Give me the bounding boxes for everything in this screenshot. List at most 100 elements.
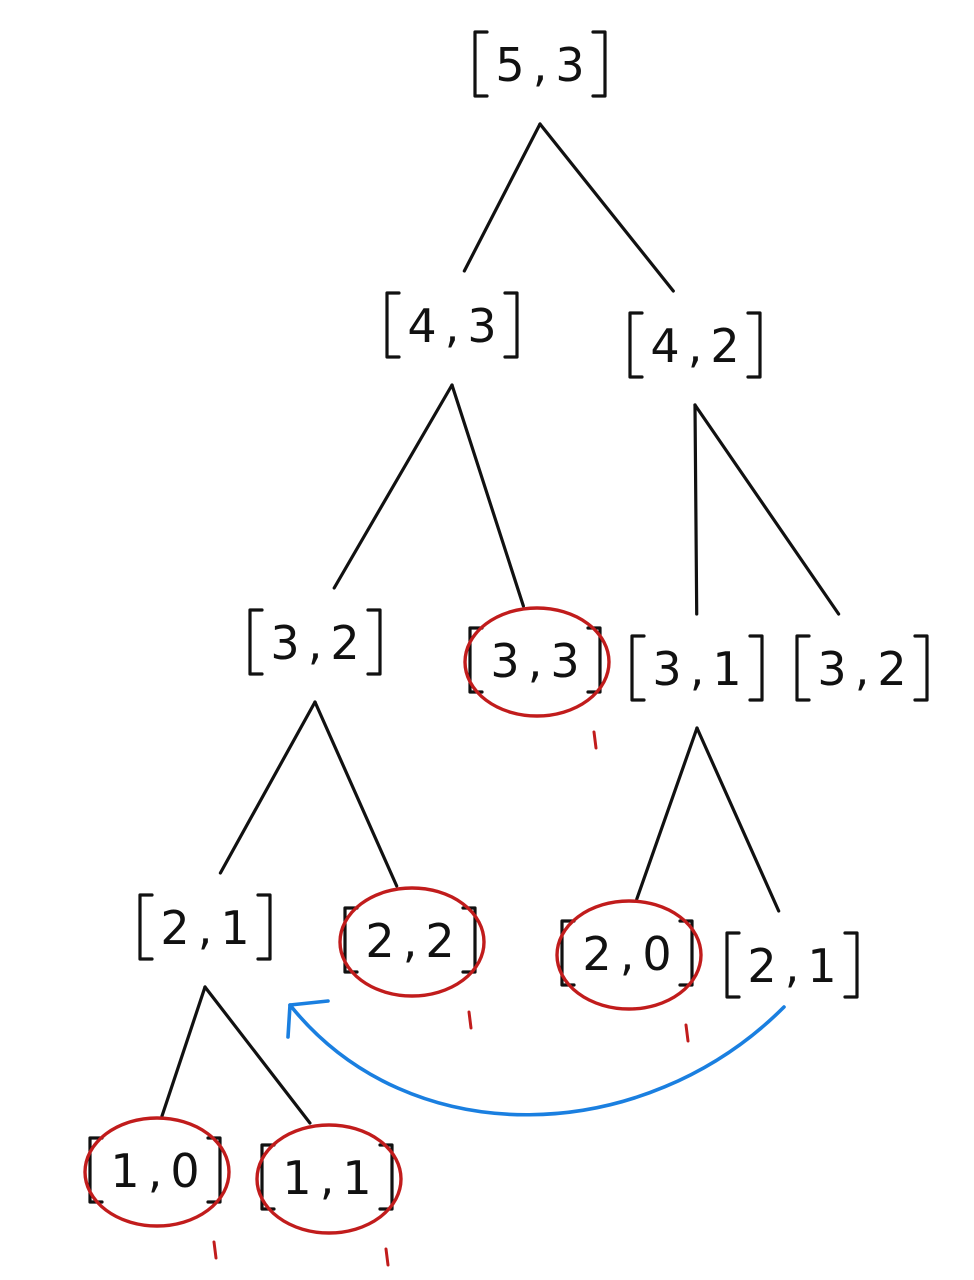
left-bracket [630, 634, 646, 702]
node-comma: , [198, 901, 213, 955]
node-second-value: 2 [425, 914, 454, 968]
left-bracket [473, 30, 489, 98]
right-bracket [503, 291, 519, 359]
memo-reuse-arrow [286, 999, 786, 1117]
node-second-value: 0 [170, 1144, 199, 1198]
node-second-value: 3 [555, 38, 584, 92]
node-first-value: 3 [817, 642, 846, 696]
node-first-value: 3 [652, 642, 681, 696]
node-first-value: 4 [650, 319, 679, 373]
tree-edge-n32a-n21a [218, 700, 317, 875]
tree-node-n31: 3,1 [630, 634, 764, 702]
right-bracket [378, 1143, 394, 1211]
tree-node-n21a: 2,1 [138, 893, 272, 961]
tree-edges [160, 122, 841, 1125]
tree-edge-n31-n20 [635, 726, 699, 901]
node-second-value: 2 [877, 642, 906, 696]
left-bracket [138, 893, 154, 961]
tree-edge-n32a-n22 [313, 700, 399, 888]
tree-edge-n21a-n10 [160, 985, 207, 1118]
tree-edge-n43-n33 [450, 383, 525, 608]
base-case-circle [338, 886, 486, 998]
tree-edge-n53-n42 [538, 122, 675, 293]
node-comma: , [148, 1144, 163, 1198]
right-bracket [746, 311, 762, 379]
tree-edge-n42-n32b [693, 403, 841, 616]
node-first-value: 5 [495, 38, 524, 92]
right-bracket [843, 931, 859, 999]
right-bracket [678, 919, 694, 987]
right-bracket [366, 608, 382, 676]
right-bracket [913, 634, 929, 702]
tree-edge-n42-n31 [693, 403, 699, 616]
node-comma: , [533, 38, 548, 92]
node-second-value: 3 [550, 634, 579, 688]
node-second-value: 0 [642, 927, 671, 981]
tree-node-n43: 4,3 [385, 291, 519, 359]
base-case-tick-mark [212, 1240, 218, 1260]
tree-node-n22: 2,2 [338, 886, 486, 1030]
tree-node-n33: 3,3 [463, 606, 611, 750]
memo-arrow-curve [288, 1003, 786, 1117]
tree-edge-n21a-n11 [203, 985, 312, 1125]
node-comma: , [785, 939, 800, 993]
node-first-value: 3 [270, 616, 299, 670]
node-first-value: 1 [282, 1151, 311, 1205]
tree-node-n11: 1,1 [255, 1123, 403, 1267]
base-case-circle [255, 1123, 403, 1235]
base-case-tick-mark [684, 1023, 690, 1043]
tree-edge-n31-n21b [695, 726, 781, 913]
node-comma: , [690, 642, 705, 696]
tree-node-n20: 2,0 [555, 899, 703, 1043]
tree-node-n42: 4,2 [628, 311, 762, 379]
node-first-value: 3 [490, 634, 519, 688]
node-comma: , [445, 299, 460, 353]
node-comma: , [688, 319, 703, 373]
tree-node-n32a: 3,2 [248, 608, 382, 676]
right-bracket [586, 626, 602, 694]
base-case-tick-mark [384, 1247, 390, 1267]
tree-node-n21b: 2,1 [725, 931, 859, 999]
node-comma: , [620, 927, 635, 981]
right-bracket [461, 906, 477, 974]
tree-edge-n53-n43 [462, 122, 542, 273]
node-comma: , [528, 634, 543, 688]
node-first-value: 2 [747, 939, 776, 993]
node-second-value: 1 [220, 901, 249, 955]
left-bracket [725, 931, 741, 999]
right-bracket [591, 30, 607, 98]
node-second-value: 2 [330, 616, 359, 670]
node-second-value: 1 [712, 642, 741, 696]
node-first-value: 2 [160, 901, 189, 955]
node-first-value: 2 [582, 927, 611, 981]
node-second-value: 1 [342, 1151, 371, 1205]
left-bracket [795, 634, 811, 702]
node-second-value: 3 [467, 299, 496, 353]
base-case-circle [463, 606, 611, 718]
tree-node-n32b: 3,2 [795, 634, 929, 702]
left-bracket [628, 311, 644, 379]
node-second-value: 2 [710, 319, 739, 373]
node-first-value: 2 [365, 914, 394, 968]
node-second-value: 1 [807, 939, 836, 993]
tree-node-n10: 1,0 [83, 1116, 231, 1260]
right-bracket [256, 893, 272, 961]
tree-node-n53: 5,3 [473, 30, 607, 98]
base-case-circle [555, 899, 703, 1011]
node-comma: , [855, 642, 870, 696]
right-bracket [206, 1136, 222, 1204]
base-case-tick-mark [592, 730, 598, 750]
node-comma: , [320, 1151, 335, 1205]
base-case-circle [83, 1116, 231, 1228]
left-bracket [385, 291, 401, 359]
base-case-tick-mark [467, 1010, 473, 1030]
node-comma: , [403, 914, 418, 968]
node-first-value: 1 [110, 1144, 139, 1198]
right-bracket [748, 634, 764, 702]
left-bracket [248, 608, 264, 676]
node-comma: , [308, 616, 323, 670]
node-first-value: 4 [407, 299, 436, 353]
